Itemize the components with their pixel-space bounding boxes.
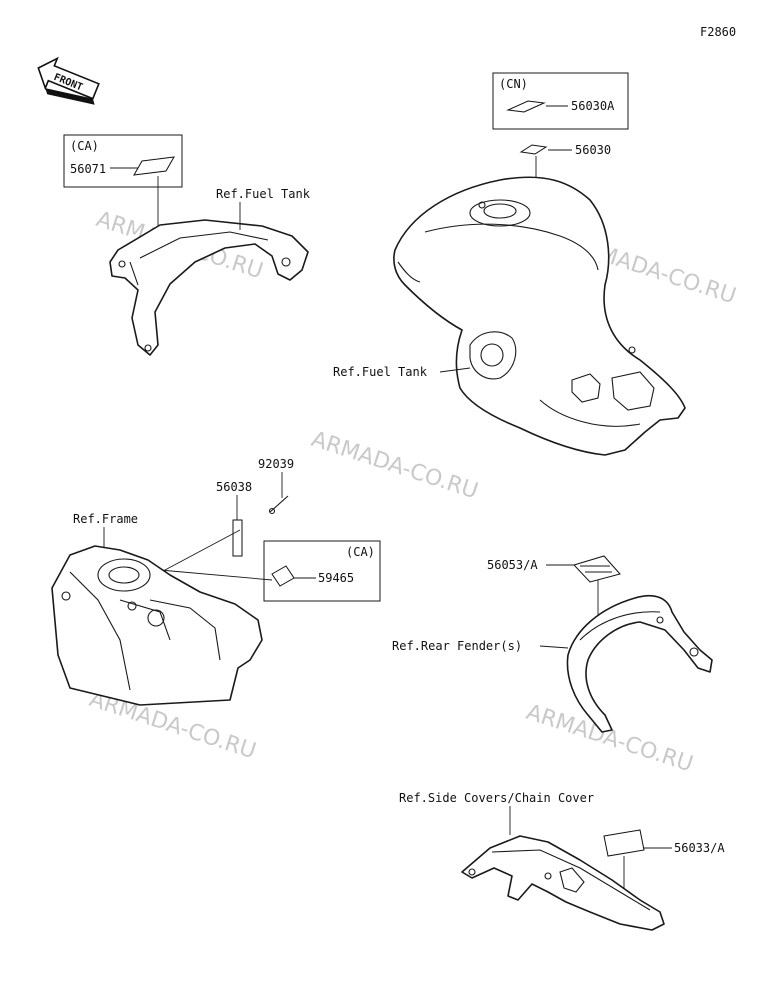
rear-fender-assembly: 56053/A Ref.Rear Fender(s): [392, 555, 713, 733]
part-56038-label: 56038: [216, 480, 252, 494]
frame-assembly: 92039 56038 (CA) 59465 Ref.Frame: [51, 457, 381, 706]
filler-cap-inner: [483, 203, 517, 219]
variant-ca-label: (CA): [346, 545, 375, 559]
figure-code: F2860: [700, 25, 736, 39]
frame-detail: [119, 599, 171, 641]
variant-ca-label: (CA): [70, 139, 99, 153]
chain-cover-assembly: Ref.Side Covers/Chain Cover 56033/A: [399, 791, 725, 931]
cover-detail: [129, 261, 139, 286]
bolt-hole-icon: [656, 616, 664, 624]
watermark: ARMADA-CO.RU: [308, 427, 481, 504]
label-56033a-icon: [603, 829, 645, 857]
bolt-hole-icon: [689, 647, 699, 657]
part-59465-label: 59465: [318, 571, 354, 585]
part-56053a-label: 56053/A: [487, 558, 538, 572]
part-56033a-label: 56033/A: [674, 841, 725, 855]
tank-detail: [397, 261, 421, 283]
ca-box: [263, 540, 381, 602]
ref-side-covers-label: Ref.Side Covers/Chain Cover: [399, 791, 594, 805]
bolt-icon: [61, 591, 71, 601]
bolt-icon: [628, 346, 636, 354]
chain-cover-detail: [491, 849, 651, 911]
cover-shape-icon: [109, 219, 309, 356]
leader-line: [159, 569, 273, 581]
tank-detail: [539, 399, 641, 427]
part-92039-label: 92039: [258, 457, 294, 471]
clip-92039-icon: [269, 495, 289, 513]
front-arrow-icon: FRONT: [37, 56, 100, 105]
bolt-hole-icon: [118, 260, 126, 268]
fuel-tank-shape-icon: [393, 176, 686, 456]
label-56053a-icon: [573, 555, 621, 583]
steering-head-icon: [97, 558, 151, 592]
bolt-hole-icon: [281, 257, 291, 267]
ref-rear-fender-label: Ref.Rear Fender(s): [392, 639, 522, 653]
label-56030-icon: [519, 144, 548, 155]
ref-fuel-tank-left-label: Ref.Fuel Tank: [216, 187, 311, 201]
frame-detail: [69, 571, 131, 691]
ref-frame-label: Ref.Frame: [73, 512, 138, 526]
steering-head-inner: [108, 566, 140, 584]
tank-bracket-icon: [571, 373, 601, 403]
fuel-tank-assembly: (CN) 56030A 56030 Ref.Fuel Tank: [333, 72, 686, 456]
filler-cap-icon: [469, 199, 531, 227]
leader-line: [539, 645, 569, 649]
fuel-pump-plate: [480, 343, 504, 367]
label-59465-icon: [271, 565, 295, 587]
frame-detail: [149, 599, 221, 661]
cover-detail: [139, 231, 269, 259]
watermark: ARMADA-CO.RU: [523, 700, 696, 777]
part-56030a-label: 56030A: [571, 99, 615, 113]
cover-left: (CA) 56071 Ref.Fuel Tank: [63, 134, 311, 356]
label-56038-icon: [232, 519, 243, 557]
bolt-icon: [478, 201, 486, 209]
label-stripes: [580, 565, 612, 573]
bolt-icon: [544, 872, 552, 880]
part-56030-label: 56030: [575, 143, 611, 157]
fender-detail: [579, 611, 661, 641]
label-56071-icon: [133, 156, 175, 176]
leader-line: [439, 367, 471, 373]
variant-cn-label: (CN): [499, 77, 528, 91]
label-56030a-icon: [506, 100, 546, 113]
ref-fuel-tank-right-label: Ref.Fuel Tank: [333, 365, 428, 379]
clip-end-icon: [268, 507, 276, 515]
bolt-icon: [468, 868, 476, 876]
frame-hole-icon: [147, 609, 165, 627]
bolt-icon: [127, 601, 137, 611]
tank-detail: [424, 223, 599, 271]
cn-box: [492, 72, 629, 130]
bolt-hole-icon: [144, 344, 152, 352]
tank-mount-icon: [611, 371, 655, 411]
chain-cover-bracket-icon: [559, 867, 585, 893]
fuel-pump-icon: [469, 331, 517, 380]
rear-fender-shape-icon: [566, 594, 713, 733]
ca-box: [63, 134, 183, 188]
part-56071-label: 56071: [70, 162, 106, 176]
